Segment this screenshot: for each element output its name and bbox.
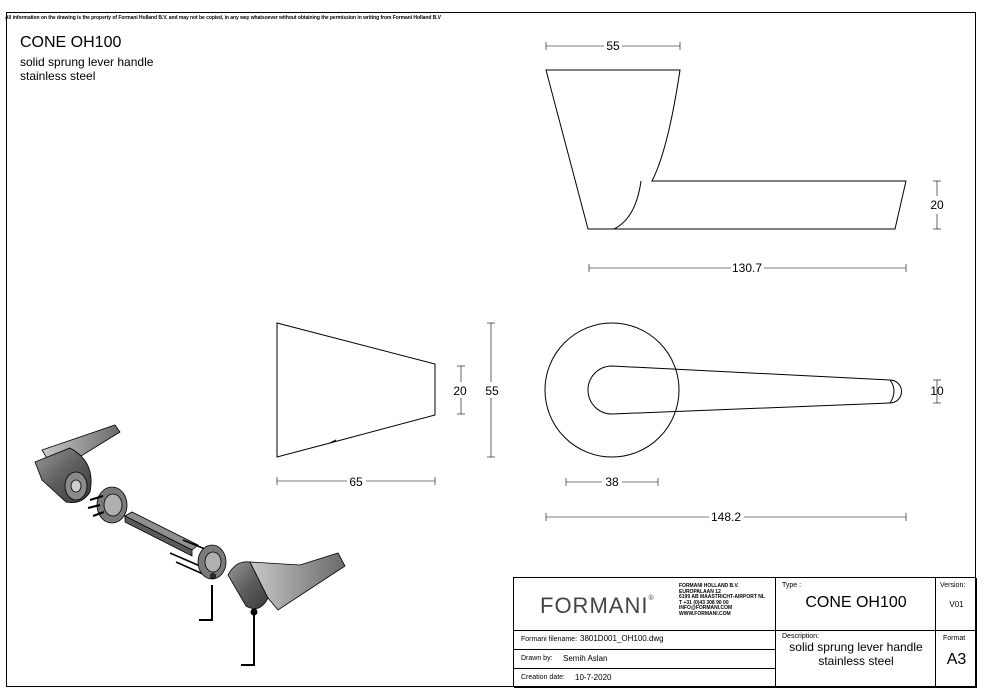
product-subtitle: solid sprung lever handle stainless stee… <box>20 55 153 83</box>
company-email: INFO@FORMANI.COM <box>679 605 733 612</box>
lever-outline <box>587 365 902 415</box>
address-line1: EUROPALAAN 12 <box>679 588 721 595</box>
dim-text-cone-large: 55 <box>485 384 499 398</box>
company-web: WWW.FORMANI.COM <box>679 610 731 617</box>
dim-text-rose-tip: 10 <box>930 384 944 398</box>
description-label: Description: <box>782 633 819 640</box>
dim-cone-length <box>276 477 436 485</box>
dim-text-top-width: 55 <box>606 39 620 53</box>
dim-rose-tip <box>933 379 941 404</box>
format-label: Format <box>943 635 966 642</box>
type-value: CONE OH100 <box>805 594 907 611</box>
top-view-fillet <box>613 180 642 230</box>
description-value: solid sprung lever handle stainless stee… <box>776 640 936 668</box>
description-line1: solid sprung lever handle <box>789 640 923 654</box>
product-title: CONE OH100 <box>20 34 122 51</box>
creation-date-value: 10-7-2020 <box>575 673 612 682</box>
product-description-line2: stainless steel <box>20 69 96 83</box>
dim-text-total-length-front: 148.2 <box>711 510 741 524</box>
top-view <box>545 69 907 230</box>
address-line2: 6199 AB MAASTRICHT-AIRPORT NL <box>679 594 765 601</box>
creation-date-row: Creation date: 10-7-2020 <box>514 669 776 688</box>
title-block: FORMANI® FORMANI HOLLAND B.V. EUROPALAAN… <box>513 577 977 688</box>
dim-text-total-length-top: 130.7 <box>732 261 762 275</box>
exploded-view <box>34 424 346 666</box>
dim-top-width <box>545 42 681 50</box>
description-cell: Description: solid sprung lever handle s… <box>776 631 936 688</box>
title-block-logo-cell: FORMANI® FORMANI HOLLAND B.V. EUROPALAAN… <box>514 578 776 631</box>
filename-row: Formani filename: 3801D001_OH100.dwg <box>514 631 776 650</box>
type-label: Type : <box>782 582 802 589</box>
right-handle-iso <box>227 552 346 611</box>
top-view-outline <box>545 69 907 230</box>
left-rose-iso <box>87 486 128 524</box>
version-label: Version: <box>940 582 966 589</box>
logo-text: FORMANI <box>540 593 649 618</box>
copyright-notice: All information on the drawing is the pr… <box>5 15 441 21</box>
version-value: V01 <box>949 600 964 609</box>
left-handle-iso <box>34 424 121 503</box>
lever-tip-arc <box>889 379 895 404</box>
type-cell: Type : CONE OH100 <box>776 578 936 631</box>
dim-text-rose-diameter: 38 <box>605 475 619 489</box>
formani-logo: FORMANI® <box>540 593 655 619</box>
creation-date-label: Creation date: <box>521 674 565 681</box>
dim-text-cone-length: 65 <box>349 475 363 489</box>
logo-registered-mark: ® <box>648 595 655 602</box>
dim-cone-small <box>457 365 465 415</box>
allen-keys-iso <box>199 585 258 666</box>
dim-text-side-height: 20 <box>930 198 944 212</box>
dim-cone-large <box>487 322 495 458</box>
cone-seam <box>329 439 337 444</box>
drawn-by-row: Drawn by: Semih Aslan <box>514 650 776 669</box>
format-cell: Format A3 <box>936 631 977 688</box>
drawn-by-value: Semih Aslan <box>563 654 608 663</box>
dim-rose-diameter <box>565 478 659 486</box>
product-description-line1: solid sprung lever handle <box>20 55 154 69</box>
version-cell: Version: V01 <box>936 578 977 631</box>
description-line2: stainless steel <box>818 654 894 668</box>
dim-total-length-front <box>545 513 907 521</box>
screws-iso <box>169 539 206 575</box>
company-phone: T +31 (0)43 308 90 00 <box>679 599 729 606</box>
rose-circle <box>544 322 680 458</box>
cone-outline <box>276 322 436 458</box>
company-name: FORMANI HOLLAND B.V. <box>679 583 739 589</box>
dim-total-length-top <box>588 264 907 272</box>
drawn-by-label: Drawn by: <box>521 655 553 662</box>
filename-label: Formani filename: <box>521 636 578 643</box>
filename-value: 3801D001_OH100.dwg <box>580 634 664 643</box>
format-value: A3 <box>946 651 967 668</box>
dim-text-cone-small: 20 <box>453 384 467 398</box>
right-rose-iso <box>197 544 227 580</box>
spindle-iso <box>124 511 199 557</box>
front-view <box>544 322 902 458</box>
drawing-frame <box>6 12 976 687</box>
side-view-cone <box>276 322 436 458</box>
company-address: FORMANI HOLLAND B.V. EUROPALAAN 12 6199 … <box>679 583 765 618</box>
dim-side-height <box>933 180 941 230</box>
